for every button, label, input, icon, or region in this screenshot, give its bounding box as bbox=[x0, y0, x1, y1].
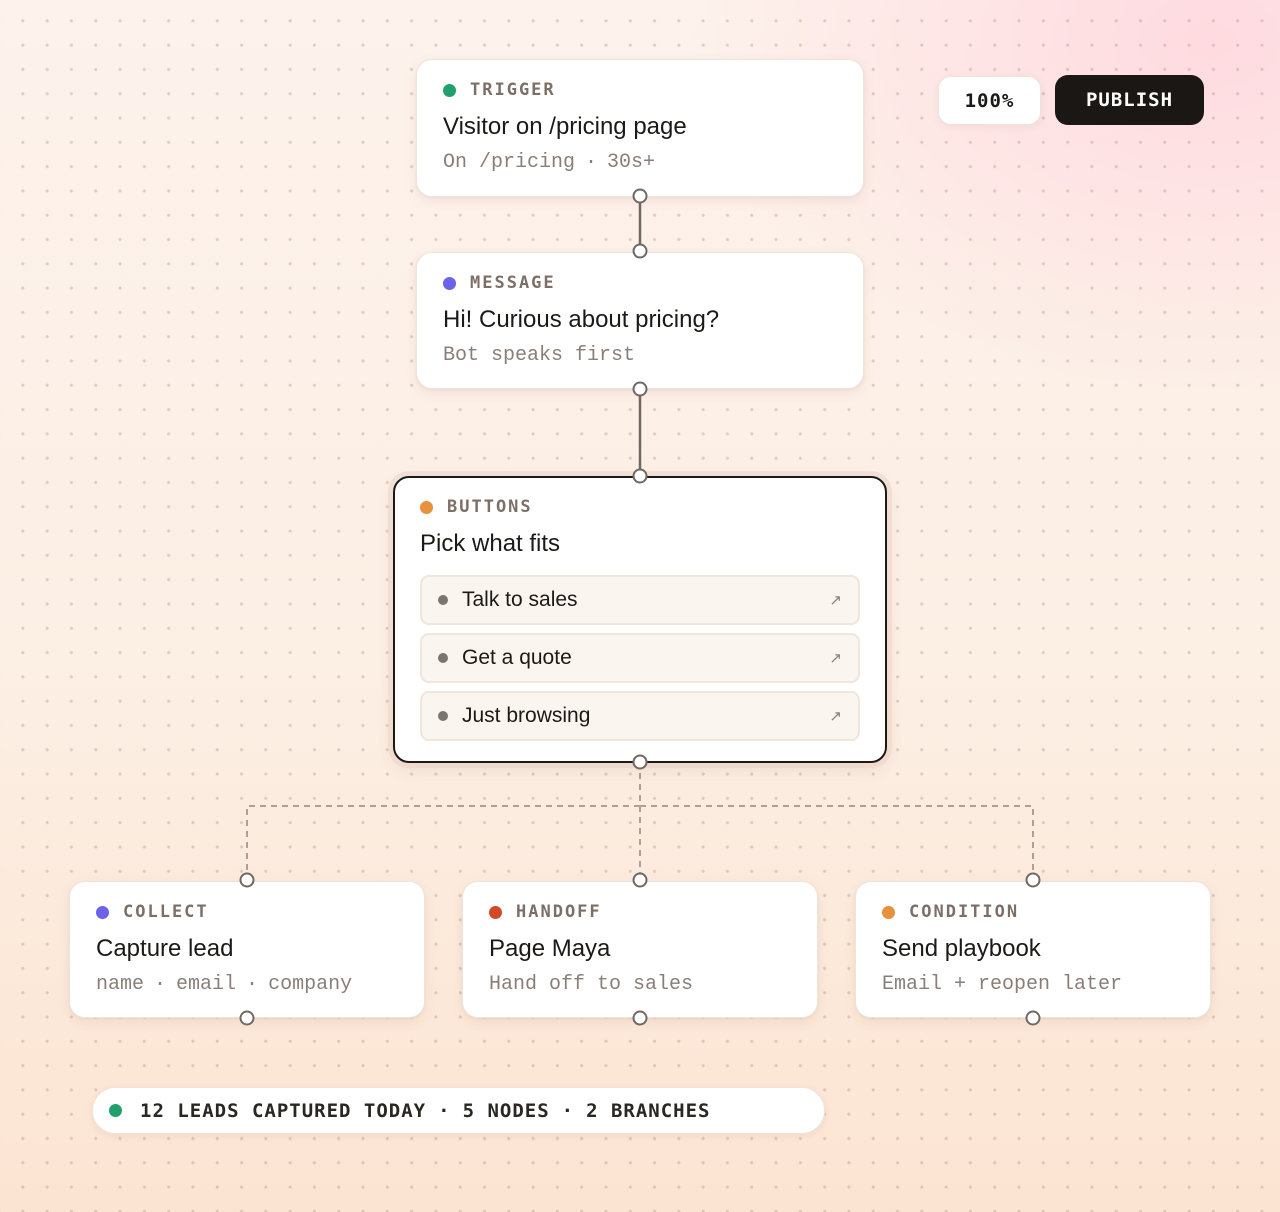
subtitle-separator: · bbox=[585, 151, 598, 174]
option-bullet-icon bbox=[438, 595, 448, 605]
handoff-output-port[interactable] bbox=[632, 1010, 648, 1026]
subtitle-part: name bbox=[96, 973, 145, 996]
option-talk-to-sales[interactable]: Talk to sales ↗ bbox=[420, 575, 860, 625]
option-label: Talk to sales bbox=[462, 588, 578, 611]
message-status-dot bbox=[443, 276, 456, 290]
arrow-up-right-icon: ↗ bbox=[829, 650, 842, 667]
buttons-status-dot bbox=[420, 500, 433, 514]
node-subtitle: Email + reopen later bbox=[882, 973, 1184, 997]
subtitle-part: Email + reopen later bbox=[882, 973, 1123, 996]
trigger-output-port[interactable] bbox=[632, 188, 648, 204]
option-bullet-icon bbox=[438, 711, 448, 721]
status-branches: 2 BRANCHES bbox=[586, 1099, 711, 1122]
status-separator: · bbox=[561, 1099, 575, 1122]
condition-status-dot bbox=[882, 905, 895, 919]
collect-status-dot bbox=[96, 905, 109, 919]
node-kind-label: COLLECT bbox=[123, 902, 209, 922]
subtitle-part: email bbox=[176, 973, 237, 996]
node-subtitle: Bot speaks first bbox=[443, 344, 837, 368]
node-kind-label: HANDOFF bbox=[516, 902, 602, 922]
message-input-port[interactable] bbox=[632, 243, 648, 259]
node-kind-row: HANDOFF bbox=[489, 902, 791, 922]
subtitle-part: Hand off to sales bbox=[489, 973, 694, 996]
subtitle-separator: · bbox=[154, 973, 167, 996]
subtitle-part: 30s+ bbox=[607, 151, 656, 174]
collect-output-port[interactable] bbox=[239, 1010, 255, 1026]
message-node[interactable]: MESSAGE Hi! Curious about pricing? Bot s… bbox=[416, 252, 864, 389]
button-options: Talk to sales ↗ Get a quote ↗ Just brows… bbox=[420, 575, 860, 741]
handoff-status-dot bbox=[489, 905, 502, 919]
zoom-level-button[interactable]: 100% bbox=[938, 76, 1041, 125]
node-kind-row: BUTTONS bbox=[420, 497, 860, 517]
branch-connectors bbox=[246, 762, 1034, 880]
node-kind-row: TRIGGER bbox=[443, 80, 837, 100]
node-kind-row: MESSAGE bbox=[443, 273, 837, 293]
option-just-browsing[interactable]: Just browsing ↗ bbox=[420, 691, 860, 741]
handoff-node[interactable]: HANDOFF Page Maya Hand off to sales bbox=[462, 881, 818, 1018]
status-live-dot bbox=[109, 1104, 122, 1117]
node-kind-row: CONDITION bbox=[882, 902, 1184, 922]
status-bar: 12 LEADS CAPTURED TODAY · 5 NODES · 2 BR… bbox=[92, 1087, 825, 1134]
node-title: Capture lead bbox=[96, 935, 234, 962]
status-nodes: 5 NODES bbox=[462, 1099, 550, 1122]
subtitle-part: Bot speaks first bbox=[443, 344, 636, 367]
node-title: Visitor on /pricing page bbox=[443, 113, 687, 140]
message-output-port[interactable] bbox=[632, 381, 648, 397]
node-title: Pick what fits bbox=[420, 530, 561, 557]
node-kind-label: BUTTONS bbox=[447, 497, 533, 517]
buttons-input-port[interactable] bbox=[632, 468, 648, 484]
buttons-output-port[interactable] bbox=[632, 754, 648, 770]
option-bullet-icon bbox=[438, 653, 448, 663]
condition-output-port[interactable] bbox=[1025, 1010, 1041, 1026]
node-kind-label: MESSAGE bbox=[470, 273, 556, 293]
condition-input-port[interactable] bbox=[1025, 872, 1041, 888]
option-label: Get a quote bbox=[462, 646, 572, 669]
publish-button[interactable]: PUBLISH bbox=[1055, 75, 1204, 125]
collect-input-port[interactable] bbox=[239, 872, 255, 888]
status-leads: 12 LEADS CAPTURED TODAY bbox=[140, 1099, 427, 1122]
status-separator: · bbox=[438, 1099, 451, 1122]
option-get-a-quote[interactable]: Get a quote ↗ bbox=[420, 633, 860, 683]
node-kind-row: COLLECT bbox=[96, 902, 398, 922]
handoff-input-port[interactable] bbox=[632, 872, 648, 888]
arrow-up-right-icon: ↗ bbox=[829, 592, 842, 609]
node-subtitle: Hand off to sales bbox=[489, 973, 791, 997]
trigger-node[interactable]: TRIGGER Visitor on /pricing page On /pri… bbox=[416, 59, 864, 197]
node-title: Hi! Curious about pricing? bbox=[443, 306, 720, 333]
node-kind-label: CONDITION bbox=[909, 902, 1020, 922]
subtitle-part: On /pricing bbox=[443, 151, 576, 174]
collect-node[interactable]: COLLECT Capture lead name · email · company bbox=[69, 881, 425, 1018]
node-title: Send playbook bbox=[882, 935, 1041, 962]
node-title: Page Maya bbox=[489, 935, 611, 962]
arrow-up-right-icon: ↗ bbox=[829, 708, 842, 725]
subtitle-separator: · bbox=[246, 973, 259, 996]
option-label: Just browsing bbox=[462, 704, 591, 727]
node-subtitle: name · email · company bbox=[96, 973, 398, 997]
trigger-status-dot bbox=[443, 83, 456, 97]
node-subtitle: On /pricing · 30s+ bbox=[443, 151, 837, 175]
node-kind-label: TRIGGER bbox=[470, 80, 556, 100]
subtitle-part: company bbox=[268, 973, 353, 996]
